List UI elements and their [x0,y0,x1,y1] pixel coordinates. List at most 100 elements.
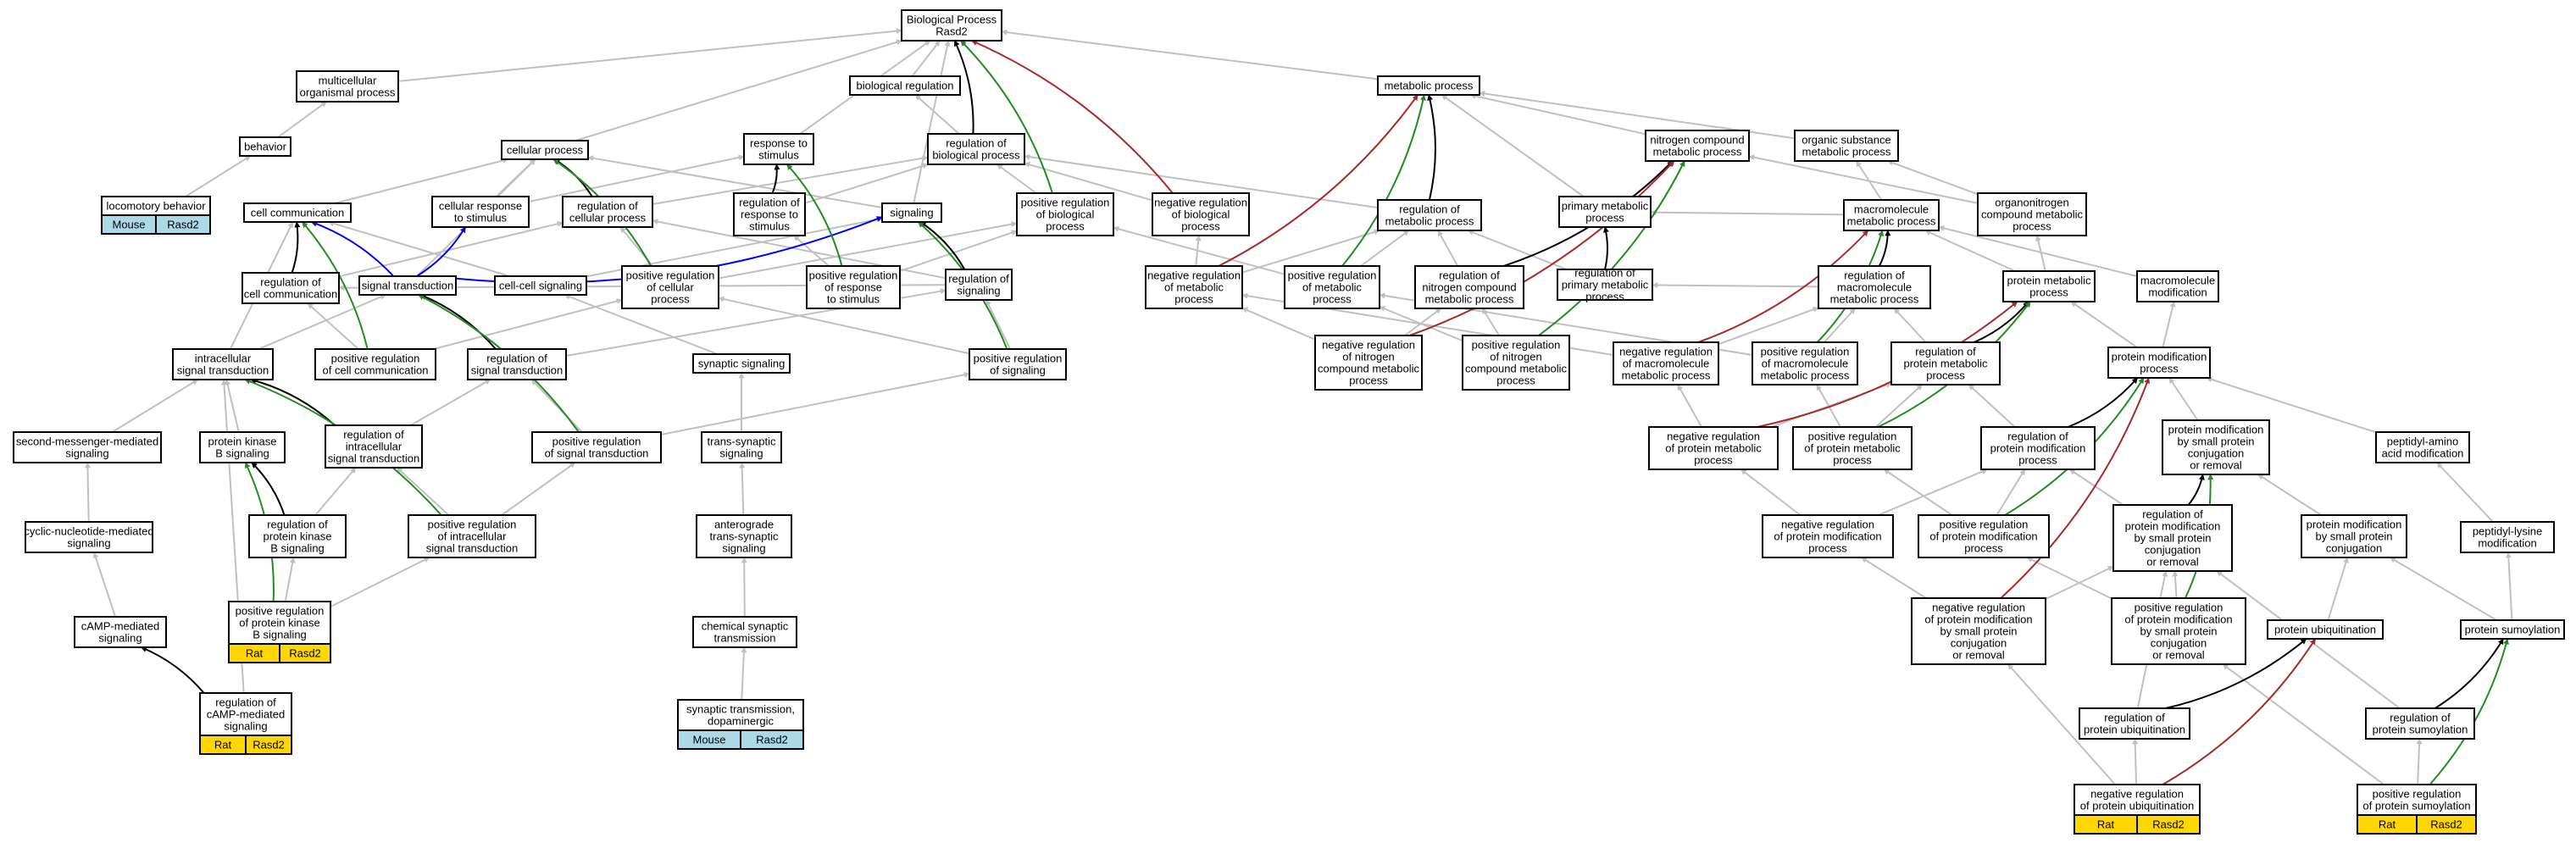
term-label-line: nitrogen compound [1422,281,1516,294]
go-term-cellproc[interactable]: cellular process [501,140,589,160]
edge-posprotmet-to-posmacro [1816,384,1841,428]
go-term-sigtrans[interactable]: signal transduction [358,275,457,296]
go-term-dopa[interactable]: synaptic transmission,dopaminergic [677,699,804,731]
term-label-line: intracellular [346,441,402,453]
edge-bioreg-to-bp [911,40,941,77]
edge-regsumo-to-sumo [2434,638,2505,709]
go-term-ubiq[interactable]: protein ubiquitination [2267,619,2384,640]
go-term-signaling[interactable]: signaling [881,202,942,223]
term-label-line: positive regulation [2135,602,2223,614]
term-label-line: regulation of [946,137,1007,150]
term-label-line: Rasd2 [935,25,968,38]
term-label-line: negative regulation [1932,602,2025,614]
edge-pospmodsmall-to-regpmodsmall [2172,570,2179,599]
edge-negnitro-to-negmet [1241,307,1316,341]
term-label-line: negative regulation [1154,197,1247,209]
go-term-synaptic[interactable]: synaptic signaling [692,353,791,374]
go-term-sumo[interactable]: protein sumoylation [2460,619,2565,640]
edge-possig-to-poscell [718,296,970,355]
term-label-line: multicellular [319,75,377,87]
term-label-line: process [2029,286,2068,299]
go-term-loco[interactable]: locomotory behavior [101,196,211,216]
go-term-behavior[interactable]: behavior [239,136,291,157]
edge-posbio-to-regbio [996,164,1037,194]
edge-cyclic-to-second [84,462,91,523]
edge-negnitro-to-nitro [1409,160,1675,336]
term-box [1377,199,1482,231]
term-label-line: regulation of [1439,269,1500,282]
go-term-metab[interactable]: metabolic process [1377,75,1480,96]
go-term-cellcomm[interactable]: cell communication [243,202,352,223]
term-label-line: process [2140,363,2179,375]
gene-cell [155,214,211,235]
go-term-cellcell[interactable]: cell-cell signaling [494,275,587,296]
go-term-bioreg[interactable]: biological regulation [849,75,961,96]
